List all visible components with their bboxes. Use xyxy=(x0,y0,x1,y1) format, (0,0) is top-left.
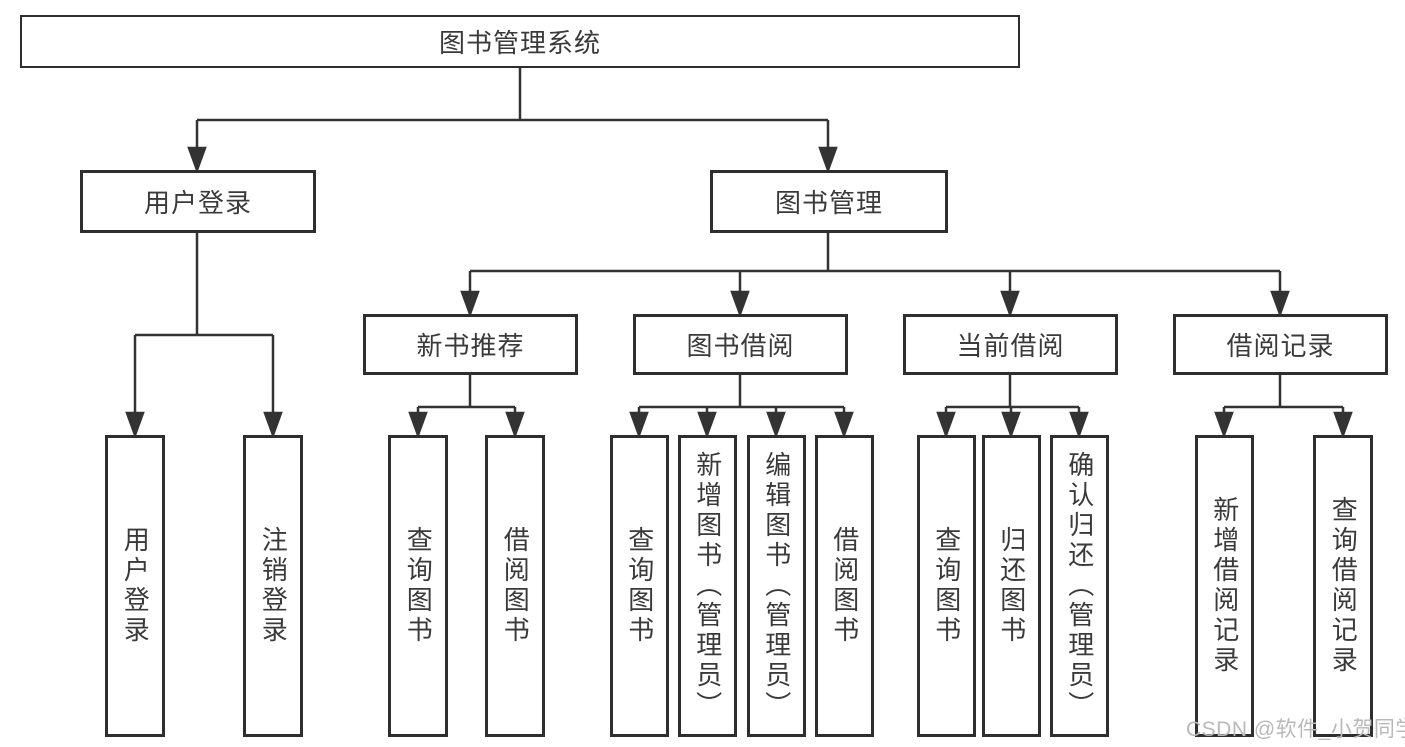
leaf-label: 借阅图书 xyxy=(829,526,860,646)
node-book-borrowing: 图书借阅 xyxy=(633,314,848,375)
connector-book-management-to-modules xyxy=(460,232,1290,318)
node-user-login: 用户登录 xyxy=(80,170,316,233)
leaf-label: 用户登录 xyxy=(120,526,151,646)
leaf-query-books-current: 查询图书 xyxy=(917,435,976,737)
node-current-borrowing: 当前借阅 xyxy=(903,314,1118,375)
node-label: 图书管理 xyxy=(774,188,883,218)
leaf-label: 编辑图书（管理员） xyxy=(761,451,792,721)
leaf-label: 归还图书 xyxy=(996,526,1027,646)
leaf-edit-books-admin: 编辑图书（管理员） xyxy=(747,435,806,737)
leaf-label: 查询图书 xyxy=(403,526,434,646)
node-label: 图书管理系统 xyxy=(438,28,601,58)
leaf-label: 查询图书 xyxy=(931,526,962,646)
node-book-management: 图书管理 xyxy=(710,170,948,233)
node-borrowing-records: 借阅记录 xyxy=(1173,314,1388,375)
leaf-return-books: 归还图书 xyxy=(982,435,1041,737)
connector-user-login-to-leaves xyxy=(125,232,283,439)
node-label: 用户登录 xyxy=(143,188,252,218)
leaf-confirm-return-admin: 确认归还（管理员） xyxy=(1050,435,1109,737)
connector-book-borrowing-to-leaves xyxy=(629,374,854,439)
leaf-label: 查询借阅记录 xyxy=(1328,496,1359,676)
connector-current-borrowing-to-leaves xyxy=(936,374,1089,439)
leaf-logout: 注销登录 xyxy=(243,435,303,737)
node-label: 图书借阅 xyxy=(686,331,795,361)
leaf-borrow-books-recommend: 借阅图书 xyxy=(485,435,545,737)
csdn-watermark: CSDN @软件_小贺同学 xyxy=(1186,718,1405,741)
node-library-management-system: 图书管理系统 xyxy=(20,15,1020,68)
connector-root-to-branches xyxy=(187,67,838,174)
leaf-label: 注销登录 xyxy=(258,526,289,646)
leaf-query-books-borrowing: 查询图书 xyxy=(610,435,669,737)
leaf-label: 借阅图书 xyxy=(500,526,531,646)
leaf-add-borrow-record: 新增借阅记录 xyxy=(1195,435,1254,737)
leaf-label: 确认归还（管理员） xyxy=(1064,451,1095,721)
leaf-add-books-admin: 新增图书（管理员） xyxy=(678,435,737,737)
node-label: 借阅记录 xyxy=(1226,331,1335,361)
node-label: 新书推荐 xyxy=(416,331,525,361)
node-new-book-recommendation: 新书推荐 xyxy=(363,314,578,375)
connector-new-book-recommendation-to-leaves xyxy=(408,374,525,439)
leaf-label: 查询图书 xyxy=(624,526,655,646)
leaf-label: 新增图书（管理员） xyxy=(692,451,723,721)
leaf-borrow-books-borrowing: 借阅图书 xyxy=(815,435,874,737)
leaf-query-borrow-record: 查询借阅记录 xyxy=(1313,435,1373,737)
node-label: 当前借阅 xyxy=(956,331,1065,361)
connector-borrowing-records-to-leaves xyxy=(1214,374,1353,439)
leaf-label: 新增借阅记录 xyxy=(1209,496,1240,676)
leaf-user-login: 用户登录 xyxy=(105,435,165,737)
leaf-query-books-recommend: 查询图书 xyxy=(388,435,448,737)
